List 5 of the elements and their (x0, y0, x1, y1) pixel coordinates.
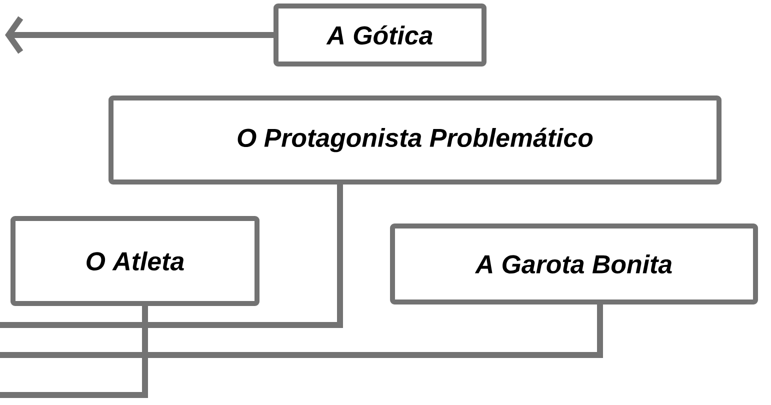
label-box: O Protagonista Problemático (108, 96, 722, 184)
label-box: O Atleta (10, 216, 260, 306)
label-box: A Garota Bonita (390, 224, 758, 304)
arrow (5, 16, 274, 54)
label-box: A Gótica (274, 4, 486, 66)
